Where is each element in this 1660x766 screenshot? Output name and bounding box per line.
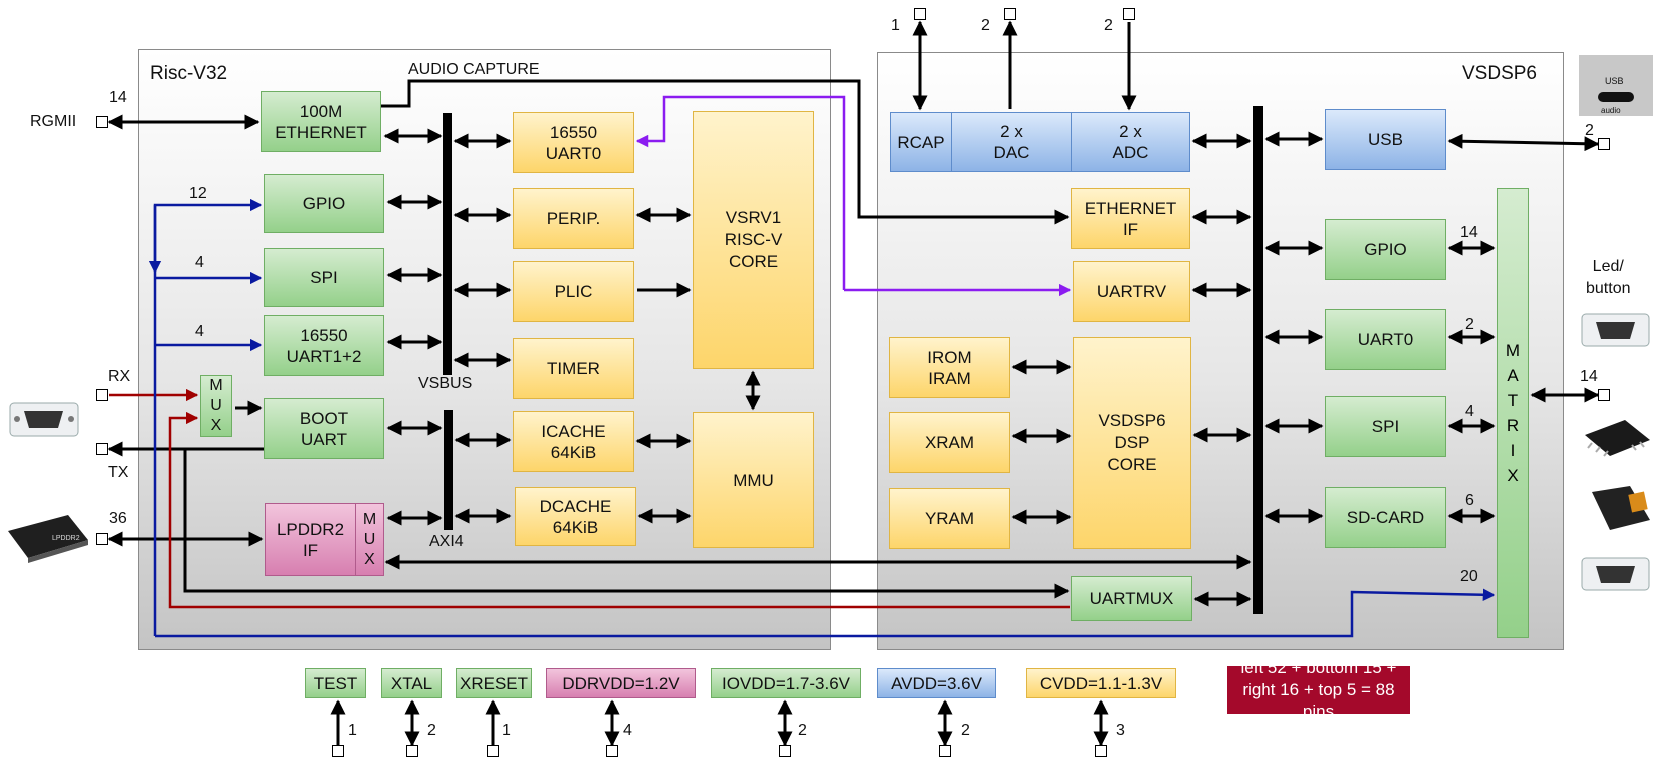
pin-adc — [1123, 8, 1135, 20]
boot-uart-block: BOOT UART — [264, 398, 384, 459]
uartmux-block: UARTMUX — [1071, 576, 1192, 621]
yram-block: YRAM — [889, 488, 1010, 549]
iovdd-count: 2 — [798, 722, 807, 739]
lpddr2-if-block: LPDDR2 IF — [265, 503, 356, 576]
xreset-count: 1 — [502, 722, 511, 739]
rgmii-count: 14 — [109, 89, 127, 106]
lpddr-count: 36 — [109, 510, 127, 527]
spi-dsp-count: 4 — [1465, 403, 1474, 420]
power-ddrvdd: DDRVDD=1.2V — [546, 668, 696, 698]
adc-count: 2 — [1104, 17, 1113, 34]
lpddr2-mux-block: M U X — [355, 503, 384, 576]
usb-block: USB — [1325, 109, 1446, 170]
vsrv1-core-block: VSRV1 RISC-V CORE — [693, 111, 814, 369]
pin-rx — [96, 389, 108, 401]
vsdsp-title: VSDSP6 — [1462, 63, 1537, 84]
pin-test — [332, 745, 344, 757]
avdd-count: 2 — [961, 722, 970, 739]
pin-dac — [1004, 8, 1016, 20]
vsbus-bar — [443, 113, 452, 375]
pin-tx — [96, 443, 108, 455]
irom-iram-block: IROM IRAM — [889, 337, 1010, 398]
dsp-uart0-block: UART0 — [1325, 309, 1446, 370]
audio-capture-label: AUDIO CAPTURE — [408, 61, 540, 78]
xtal-count: 2 — [427, 722, 436, 739]
power-xtal: XTAL — [381, 668, 442, 698]
power-xreset: XRESET — [456, 668, 532, 698]
uart12-count: 4 — [195, 323, 204, 340]
tx-label: TX — [108, 464, 129, 481]
uartrv-block: UARTRV — [1073, 261, 1190, 322]
axi4-label: AXI4 — [429, 533, 464, 550]
icache-block: ICACHE 64KiB — [513, 411, 634, 472]
pin-iovdd — [779, 745, 791, 757]
gpio-block: GPIO — [264, 174, 384, 233]
sdcard-count: 6 — [1465, 492, 1474, 509]
pin-avdd — [939, 745, 951, 757]
matrix-14-count: 14 — [1580, 368, 1598, 385]
periph-block: PERIP. — [513, 188, 634, 249]
pin-xreset — [487, 745, 499, 757]
dac-count: 2 — [981, 17, 990, 34]
matrix-label: M A T R I X — [1505, 341, 1521, 485]
adc-block: 2 x ADC — [1071, 112, 1190, 172]
vsdsp6-core-block: VSDSP6 DSP CORE — [1073, 337, 1191, 549]
matrix-20-count: 20 — [1460, 568, 1478, 585]
pin-xtal — [406, 745, 418, 757]
pin-count-summary: left 52 + bottom 15 + right 16 + top 5 =… — [1227, 658, 1410, 721]
pin-matrix — [1598, 389, 1610, 401]
uart12-block: 16550 UART1+2 — [264, 315, 384, 376]
spi-block: SPI — [264, 248, 384, 307]
ethernet-block: 100M ETHERNET — [261, 91, 381, 152]
uart0-16550-block: 16550 UART0 — [513, 112, 634, 173]
timer-block: TIMER — [513, 338, 634, 399]
power-avdd: AVDD=3.6V — [877, 668, 996, 698]
matrix-block — [1497, 188, 1529, 638]
rcap-block: RCAP — [890, 112, 952, 172]
power-iovdd: IOVDD=1.7-3.6V — [711, 668, 861, 698]
gpio-count: 12 — [189, 185, 207, 202]
power-test: TEST — [305, 668, 366, 698]
pin-rgmii — [96, 116, 108, 128]
ddrvdd-count: 4 — [623, 722, 632, 739]
rxtx-mux-block: M U X — [200, 375, 232, 437]
power-cvdd: CVDD=1.1-1.3V — [1026, 668, 1176, 698]
rgmii-label: RGMII — [30, 113, 77, 130]
pin-ddrvdd — [606, 745, 618, 757]
mmu-block: MMU — [693, 412, 814, 548]
xram-block: XRAM — [889, 412, 1010, 473]
dsp-gpio-block: GPIO — [1325, 219, 1446, 280]
uart0-dsp-count: 2 — [1465, 316, 1474, 333]
gpio-dsp-count: 14 — [1460, 224, 1478, 241]
dcache-block: DCACHE 64KiB — [515, 487, 636, 546]
rcap-count: 1 — [891, 17, 900, 34]
test-count: 1 — [348, 722, 357, 739]
riscv-title: Risc-V32 — [150, 63, 228, 84]
usb-count: 2 — [1585, 122, 1594, 139]
sdcard-block: SD-CARD — [1325, 487, 1446, 548]
axi4-bar — [444, 410, 453, 530]
rx-label: RX — [108, 368, 131, 385]
pin-usb — [1598, 138, 1610, 150]
led-button-label: Led/ button — [1586, 258, 1631, 297]
dac-block: 2 x DAC — [951, 112, 1072, 172]
spi-count: 4 — [195, 254, 204, 271]
cvdd-count: 3 — [1116, 722, 1125, 739]
pin-rcap — [914, 8, 926, 20]
pin-cvdd — [1095, 745, 1107, 757]
ethernet-if-block: ETHERNET IF — [1071, 188, 1190, 249]
pin-lpddr2 — [96, 533, 108, 545]
plic-block: PLIC — [513, 261, 634, 322]
vsbus-label: VSBUS — [418, 375, 473, 392]
dsp-bus-bar — [1253, 106, 1263, 614]
dsp-spi-block: SPI — [1325, 396, 1446, 457]
